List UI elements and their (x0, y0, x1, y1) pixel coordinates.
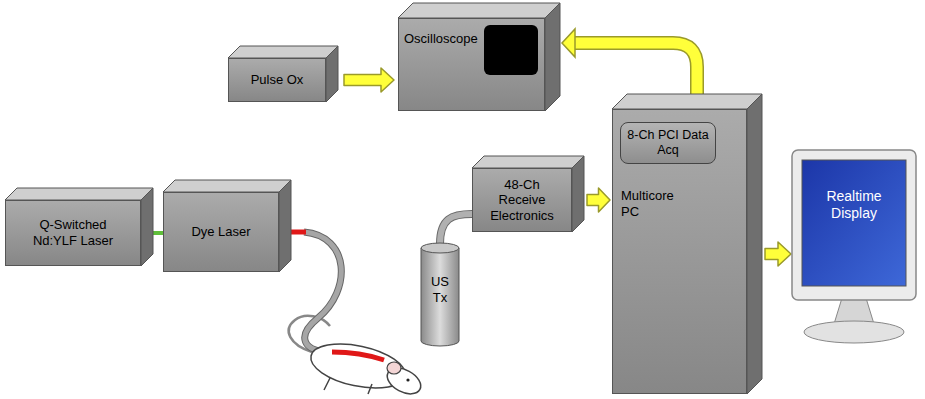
fiber-tip-laser (290, 230, 306, 235)
mouse-ear (387, 362, 401, 374)
box-label: 48-Ch Receive Electronics (483, 177, 561, 224)
oscilloscope-screen (484, 25, 538, 75)
screen-text-area: Realtime Display (790, 148, 918, 222)
cable (440, 214, 472, 244)
box-label: 8-Ch PCI Data Acq (626, 128, 710, 158)
box-side-face (141, 188, 153, 266)
box-front-face: Q-Switched Nd:YLF Laser (5, 200, 141, 266)
edge-connector (562, 29, 697, 98)
box-front-face: Dye Laser (163, 192, 279, 272)
flow-arrow-outline (574, 43, 697, 98)
edge-connector (344, 68, 394, 92)
box-top-face (228, 46, 338, 58)
optical-fiber (304, 232, 341, 352)
edge-connector (153, 233, 163, 234)
edge-connector (440, 214, 472, 244)
edge-connector (765, 242, 791, 266)
cylinder-top (421, 243, 459, 253)
box-front-face: Pulse Ox (228, 58, 326, 102)
monitor-drawing (790, 148, 918, 346)
box-side-face (545, 3, 560, 111)
monitor-neck (834, 298, 874, 324)
equipment-box: 48-Ch Receive Electronics (472, 156, 584, 232)
flow-arrow (587, 188, 610, 212)
equipment-box: Pulse Ox (228, 46, 338, 102)
box-label: Oscilloscope (404, 31, 478, 47)
cylinder-body (421, 248, 459, 346)
monitor-screen (802, 160, 906, 286)
box-top-face (5, 188, 153, 200)
flow-arrow (344, 68, 394, 92)
fiber-tip-mouse (332, 352, 384, 360)
flow-arrow (765, 242, 791, 266)
box-label: Dye Laser (171, 224, 271, 240)
transducer-node: US Tx (420, 242, 460, 346)
box-label: Pulse Ox (232, 72, 322, 88)
monitor-node: Realtime Display (790, 148, 918, 346)
box-side-face (747, 94, 762, 394)
box-top-face (472, 156, 584, 168)
box-label: US Tx (427, 274, 453, 305)
monitor-bezel (792, 150, 916, 300)
card-box: 8-Ch PCI Data Acq (620, 122, 716, 164)
box-top-face (612, 94, 762, 109)
equipment-box: Q-Switched Nd:YLF Laser (5, 188, 153, 266)
optical-fiber-outline (304, 232, 341, 352)
mouse-head (383, 363, 425, 399)
equipment-box: Multicore PC 8-Ch PCI Data Acq (612, 94, 762, 394)
cable-outline (440, 214, 472, 244)
box-front-face: Oscilloscope (398, 18, 545, 111)
flow-arrow-shaft (574, 43, 697, 98)
box-side-face (326, 46, 338, 102)
box-side-face (279, 180, 291, 272)
edge-connector (587, 188, 610, 212)
box-top-face (398, 3, 560, 18)
box-side-face (572, 156, 584, 232)
mouse-eye (406, 378, 409, 381)
screen-label: Realtime Display (814, 188, 894, 222)
equipment-box: Dye Laser (163, 180, 291, 272)
mouse-leg (324, 378, 372, 394)
transducer-label-area: US Tx (420, 242, 460, 305)
monitor-base (804, 321, 904, 343)
box-top-face (163, 180, 291, 192)
flow-arrow-head (562, 29, 575, 57)
box-label: Multicore PC (621, 188, 693, 219)
equipment-box: Oscilloscope (398, 3, 560, 111)
laser-beam-coupling (153, 231, 163, 235)
box-front-face: 48-Ch Receive Electronics (472, 168, 572, 232)
box-label: Q-Switched Nd:YLF Laser (21, 217, 125, 248)
